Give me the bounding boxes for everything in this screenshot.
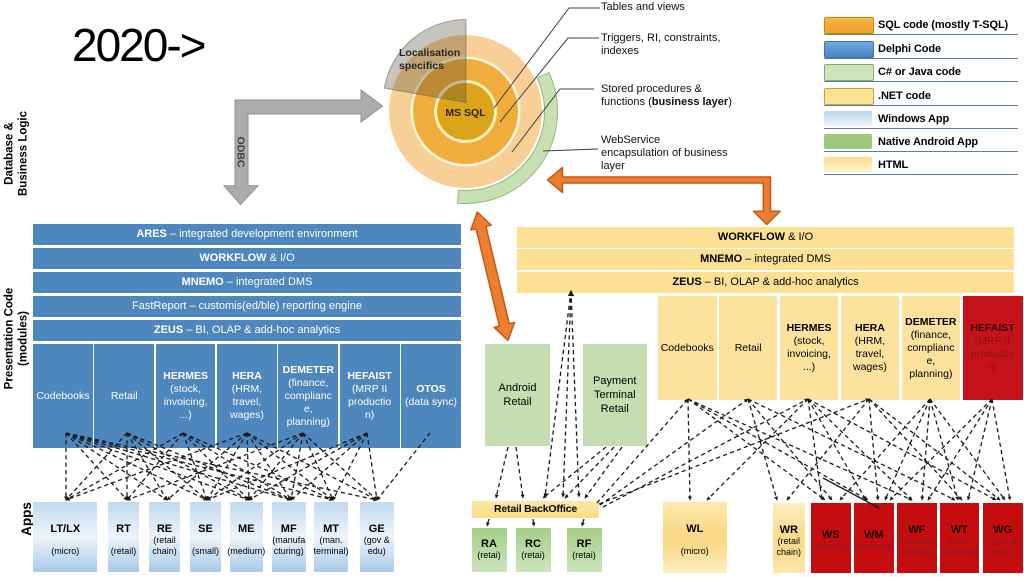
svg-text:ODBC: ODBC xyxy=(235,137,247,168)
svg-text:MS SQL: MS SQL xyxy=(445,107,486,119)
